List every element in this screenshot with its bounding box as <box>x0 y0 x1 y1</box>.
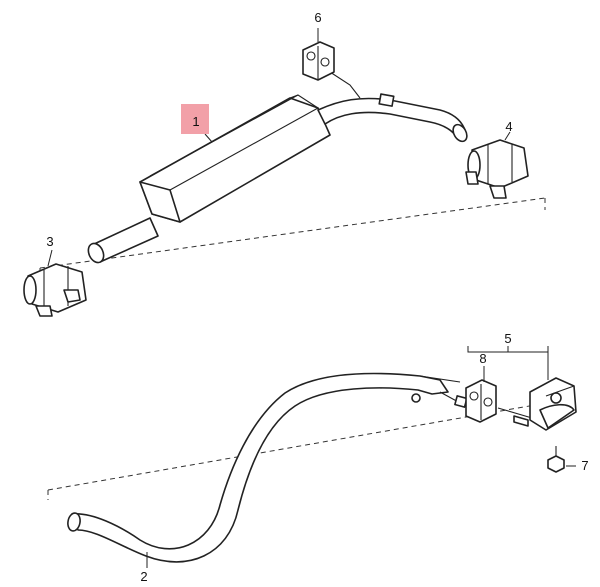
leader-lines <box>47 28 576 568</box>
callout-8: 8 <box>479 351 486 366</box>
callout-2: 2 <box>140 569 147 584</box>
nut[interactable] <box>547 446 565 473</box>
bracket-bolt-assembly[interactable] <box>497 377 577 431</box>
callout-5: 5 <box>504 331 511 346</box>
front-pipe[interactable] <box>67 372 468 563</box>
callout-7: 7 <box>581 458 588 473</box>
callout-3: 3 <box>46 234 53 249</box>
clamp-left[interactable] <box>23 263 87 317</box>
callout-6: 6 <box>314 10 321 25</box>
callout-4: 4 <box>505 119 512 134</box>
callout-highlight-1 <box>181 104 209 134</box>
callout-1: 1 <box>192 114 199 129</box>
rear-muffler[interactable] <box>85 71 469 265</box>
rubber-hanger-bottom[interactable] <box>465 379 497 423</box>
callout-labels: 1 2 3 4 5 6 7 8 <box>46 10 588 584</box>
clamp-right[interactable] <box>465 139 529 199</box>
rubber-hanger-top[interactable] <box>302 41 335 81</box>
